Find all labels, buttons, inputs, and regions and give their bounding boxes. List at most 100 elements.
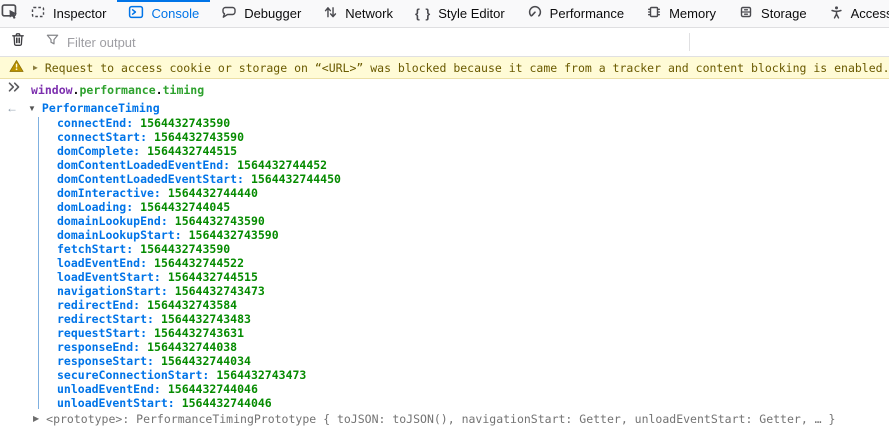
accessibility-icon: [829, 4, 844, 23]
memory-icon: [646, 4, 662, 23]
trash-icon: [10, 31, 26, 53]
storage-icon: [738, 4, 754, 23]
property-row: loadEventEnd:1564432744522: [0, 256, 889, 270]
property-row: navigationStart: 1564432743473: [0, 284, 889, 298]
property-name: domContentLoadedEventEnd:: [57, 158, 231, 172]
property-value: 1564432744440: [167, 186, 258, 200]
expand-arrow-icon[interactable]: ▶: [33, 63, 38, 72]
property-name: domLoading:: [57, 200, 134, 214]
style-editor-icon: { }: [414, 6, 432, 21]
property-name: responseStart:: [57, 354, 154, 368]
property-name: domainLookupEnd:: [57, 214, 168, 228]
property-value: 1564432744045: [140, 200, 231, 214]
tab-performance[interactable]: Performance: [516, 0, 635, 27]
property-row: secureConnectionStart: 1564432743473: [0, 368, 889, 382]
property-row: redirectStart: 1564432743483: [0, 312, 889, 326]
warning-text: Request to access cookie or storage on “…: [44, 60, 889, 75]
tab-label: Memory: [669, 6, 717, 21]
console-result: ← ▼ PerformanceTiming: [0, 100, 889, 116]
console-icon: [128, 4, 144, 23]
return-value-arrow-icon: ←: [6, 101, 18, 115]
tab-memory[interactable]: Memory: [635, 0, 727, 27]
property-name: unloadEventStart:: [57, 396, 175, 410]
inspector-icon: [30, 4, 46, 23]
tab-network[interactable]: Network: [312, 0, 404, 27]
property-name: redirectStart:: [57, 312, 154, 326]
property-row: domLoading: 1564432744045: [0, 200, 889, 214]
tab-label: Console: [151, 6, 200, 21]
property-name: domainLookupStart:: [57, 228, 182, 242]
command-chevrons-icon: [7, 80, 22, 99]
property-row: domInteractive: 1564432744440: [0, 186, 889, 200]
property-name: navigationStart:: [57, 284, 168, 298]
tab-accessibility[interactable]: Accessibility: [818, 0, 889, 27]
property-row: domComplete: 1564432744515: [0, 144, 889, 158]
property-row: domainLookupEnd: 1564432743590: [0, 214, 889, 228]
property-row: responseStart: 1564432744034: [0, 354, 889, 368]
property-value: 1564432743473: [216, 368, 307, 382]
property-value: 1564432744046: [181, 396, 272, 410]
tab-storage[interactable]: Storage: [727, 0, 818, 27]
property-row: domContentLoadedEventStart: 1564432744450: [0, 172, 889, 186]
tab-label: Inspector: [53, 6, 107, 21]
property-row: redirectEnd:1564432743584: [0, 298, 889, 312]
console-filter-bar: [0, 28, 889, 57]
object-name: PerformanceTiming: [41, 101, 160, 115]
filter-funnel-icon: [45, 32, 60, 52]
tab-inspector[interactable]: Inspector: [19, 0, 117, 27]
pick-element-button[interactable]: [0, 0, 19, 27]
property-value: 1564432743483: [160, 312, 251, 326]
object-properties: connectEnd:1564432743590 connectStart:15…: [0, 116, 889, 410]
property-value: 1564432744452: [237, 158, 328, 172]
property-row: fetchStart:1564432743590: [0, 242, 889, 256]
property-row: connectEnd:1564432743590: [0, 116, 889, 130]
property-row: responseEnd:1564432744038: [0, 340, 889, 354]
property-value: 1564432743590: [140, 242, 231, 256]
command-segment: window: [31, 82, 73, 97]
network-icon: [323, 4, 338, 23]
property-name: domContentLoadedEventStart:: [57, 172, 244, 186]
collapse-arrow-icon[interactable]: ▼: [28, 103, 36, 113]
filterbar-section-divider: [689, 33, 690, 51]
tab-debugger[interactable]: Debugger: [210, 0, 312, 27]
property-value: 1564432744034: [160, 354, 251, 368]
property-value: 1564432743473: [174, 284, 265, 298]
tab-label: Accessibility: [850, 6, 889, 21]
tab-style-editor[interactable]: { } Style Editor: [404, 0, 516, 27]
warning-message: ▶ Request to access cookie or storage on…: [0, 57, 889, 79]
property-row: loadEventStart:1564432744515: [0, 270, 889, 284]
tab-label: Network: [345, 6, 393, 21]
command-segment: performance: [79, 82, 156, 97]
property-value: 1564432744450: [250, 172, 341, 186]
pick-element-icon: [0, 2, 19, 25]
property-value: 1564432744522: [154, 256, 245, 270]
tab-label: Storage: [761, 6, 807, 21]
property-value: 1564432743631: [154, 326, 245, 340]
property-value: 1564432744515: [147, 144, 238, 158]
property-row: domainLookupStart: 1564432743590: [0, 228, 889, 242]
command-segment: timing: [162, 82, 205, 97]
debugger-icon: [221, 4, 237, 23]
expand-arrow-icon[interactable]: ▶: [33, 414, 40, 423]
devtools-toolbar: Inspector Console Debugger Network { }: [0, 0, 889, 28]
prototype-row: ▶ <prototype>: PerformanceTimingPrototyp…: [0, 410, 889, 427]
prototype-text: <prototype>: PerformanceTimingPrototype …: [46, 411, 836, 426]
clear-console-button[interactable]: [0, 31, 35, 53]
property-name: connectEnd:: [57, 116, 134, 130]
property-row: connectStart:1564432743590: [0, 130, 889, 144]
property-row: domContentLoadedEventEnd: 1564432744452: [0, 158, 889, 172]
property-value: 1564432743590: [188, 228, 279, 242]
tab-label: Performance: [549, 6, 625, 21]
property-value: 1564432743590: [174, 214, 265, 228]
property-name: secureConnectionStart:: [57, 368, 210, 382]
warning-icon: [9, 58, 24, 77]
filter-output-input[interactable]: [67, 34, 889, 50]
property-name: domInteractive:: [57, 186, 161, 200]
property-name: domComplete:: [57, 144, 141, 158]
command-text: window.performance.timing: [31, 83, 204, 97]
tab-label: Debugger: [244, 6, 302, 21]
property-row: unloadEventStart: 1564432744046: [0, 396, 889, 410]
console-command: window.performance.timing: [0, 79, 889, 100]
tab-console[interactable]: Console: [117, 0, 210, 27]
property-row: requestStart:1564432743631: [0, 326, 889, 340]
